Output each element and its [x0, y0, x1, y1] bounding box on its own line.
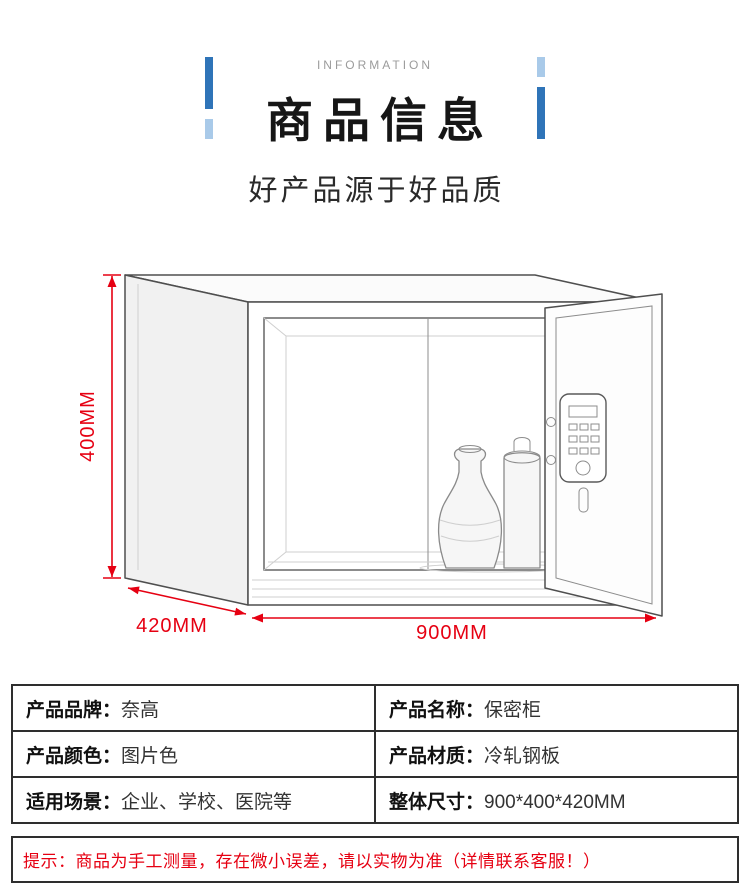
cabinet-door	[544, 293, 663, 617]
product-figure: 400MM 420MM 900MM	[0, 218, 750, 650]
title-accent-bar-left-light	[205, 119, 213, 139]
spec-label: 整体尺寸：	[389, 791, 485, 813]
title-accent-bar-left-dark	[205, 57, 213, 109]
spec-cell-size: 整体尺寸：900*400*420MM	[374, 776, 739, 824]
dimension-width: 900MM	[252, 613, 656, 644]
cabinet-illustration: 400MM 420MM 900MM	[77, 274, 663, 644]
spec-value: 保密柜	[484, 699, 542, 721]
spec-cell-material: 产品材质：冷轧钢板	[374, 730, 739, 778]
title-accent-bar-right-light	[537, 57, 545, 77]
dimension-height-label: 400MM	[77, 390, 99, 462]
note-box: 提示：商品为手工测量，存在微小误差，请以实物为准（详情联系客服！）	[11, 836, 739, 883]
spec-value: 企业、学校、医院等	[121, 791, 293, 813]
spec-table: 产品品牌：奈高 产品名称：保密柜 产品颜色：图片色 产品材质：冷轧钢板 适用场景…	[11, 684, 739, 824]
spec-value: 900*400*420MM	[484, 791, 626, 813]
title-accent-bar-right-dark	[537, 87, 545, 139]
dimension-depth: 420MM	[127, 586, 247, 637]
page-header: INFORMATION 商品信息 好产品源于好品质	[0, 0, 750, 218]
spec-cell-brand: 产品品牌：奈高	[11, 684, 376, 732]
spec-label: 产品名称：	[389, 699, 485, 721]
dimension-width-label: 900MM	[416, 622, 488, 644]
table-row: 适用场景：企业、学校、医院等 整体尺寸：900*400*420MM	[11, 776, 739, 824]
dimension-depth-label: 420MM	[136, 615, 208, 637]
lock-keypad-icon	[559, 393, 607, 513]
spec-label: 适用场景：	[26, 791, 122, 813]
bottle-illustration	[437, 437, 541, 569]
spec-value: 图片色	[121, 745, 179, 767]
spec-label: 产品材质：	[389, 745, 485, 767]
spec-label: 产品颜色：	[26, 745, 122, 767]
page-subtitle: 好产品源于好品质	[248, 175, 505, 207]
note-text: 商品为手工测量，存在微小误差，请以实物为准（详情联系客服！）	[75, 852, 601, 871]
spec-cell-scenario: 适用场景：企业、学校、医院等	[11, 776, 376, 824]
dimension-height: 400MM	[77, 274, 121, 579]
spec-value: 奈高	[121, 699, 160, 721]
spec-value: 冷轧钢板	[484, 745, 561, 767]
table-row: 产品品牌：奈高 产品名称：保密柜	[11, 684, 739, 732]
spec-label: 产品品牌：	[26, 699, 122, 721]
header-eyebrow: INFORMATION	[316, 58, 434, 72]
spec-cell-product-name: 产品名称：保密柜	[374, 684, 739, 732]
page-title: 商品信息	[266, 94, 494, 147]
table-row: 产品颜色：图片色 产品材质：冷轧钢板	[11, 730, 739, 778]
spec-cell-color: 产品颜色：图片色	[11, 730, 376, 778]
note-label: 提示：	[23, 852, 76, 871]
